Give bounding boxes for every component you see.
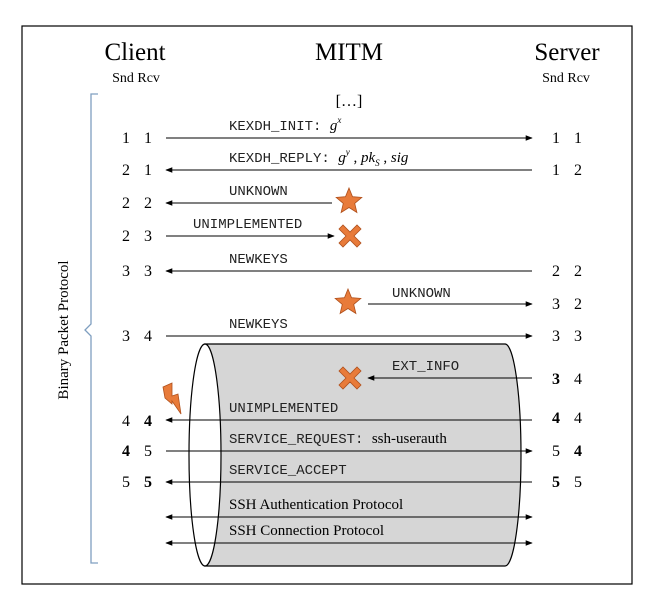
ssh-authentication-row: SSH Authentication Protocol	[165, 497, 533, 520]
server-rcv-counter: 2	[574, 263, 582, 280]
server-snd-counter: 5	[552, 474, 560, 491]
unimplemented-label: UNIMPLEMENTED	[193, 217, 302, 233]
binary-packet-protocol-label: Binary Packet Protocol	[56, 260, 72, 399]
client-snd-counter: 3	[122, 328, 130, 345]
newkeys-label: NEWKEYS	[229, 317, 288, 333]
ellipsis: […]	[336, 93, 363, 110]
unimplemented-dropped-row: 2 3 UNIMPLEMENTED	[122, 217, 362, 248]
server-rcv-counter: 4	[574, 371, 582, 388]
service-accept-label: SERVICE_ACCEPT	[229, 463, 347, 479]
ssh-authentication-label: SSH Authentication Protocol	[229, 497, 403, 513]
client-snd-counter: 4	[122, 443, 130, 460]
unknown-server-row: UNKNOWN 3 2	[334, 286, 582, 315]
ext-info-row: EXT_INFO 3 4	[338, 359, 582, 390]
cross-icon	[338, 366, 362, 390]
star-icon	[334, 287, 362, 315]
unimplemented-label: UNIMPLEMENTED	[229, 401, 338, 417]
server-header: Server	[534, 39, 600, 66]
client-snd-rcv-label: Snd Rcv	[112, 71, 160, 86]
newkeys-label: NEWKEYS	[229, 252, 288, 268]
client-rcv-counter: 3	[144, 228, 152, 245]
server-rcv-counter: 3	[574, 328, 582, 345]
client-rcv-counter: 1	[144, 130, 152, 147]
unknown-injected-row: 2 2 UNKNOWN	[122, 184, 363, 214]
newkeys-server-row: 3 3 NEWKEYS 2 2	[122, 252, 582, 280]
server-rcv-counter: 2	[574, 162, 582, 179]
kexdh-reply-row: 2 1 KEXDH_REPLY: gy , pkS , sig 1 2	[122, 147, 582, 179]
server-snd-counter: 3	[552, 328, 560, 345]
server-snd-counter: 2	[552, 263, 560, 280]
ext-info-label: EXT_INFO	[392, 359, 459, 375]
server-snd-rcv-label: Snd Rcv	[542, 71, 590, 86]
client-rcv-counter: 1	[144, 162, 152, 179]
client-rcv-counter: 5	[144, 443, 152, 460]
client-rcv-counter: 2	[144, 195, 152, 212]
mitm-header: MITM	[315, 39, 383, 66]
client-rcv-counter: 4	[144, 413, 152, 430]
service-request-label: SERVICE_REQUEST: ssh-userauth	[229, 431, 447, 448]
star-icon	[335, 186, 363, 214]
server-rcv-counter: 1	[574, 130, 582, 147]
client-rcv-counter: 3	[144, 263, 152, 280]
service-request-row: 4 5 SERVICE_REQUEST: ssh-userauth 5 4	[122, 431, 582, 460]
client-snd-counter: 4	[122, 413, 130, 430]
server-snd-counter: 5	[552, 443, 560, 460]
client-rcv-counter: 5	[144, 474, 152, 491]
binary-packet-protocol-bracket	[84, 93, 98, 564]
ssh-connection-label: SSH Connection Protocol	[229, 523, 384, 539]
kexdh-init-label: KEXDH_INIT: gx	[229, 115, 341, 135]
server-snd-counter: 1	[552, 162, 560, 179]
lightning-icon	[162, 382, 182, 415]
unknown-label: UNKNOWN	[392, 286, 451, 302]
client-snd-counter: 5	[122, 474, 130, 491]
client-snd-counter: 2	[122, 228, 130, 245]
client-snd-counter: 2	[122, 195, 130, 212]
client-snd-counter: 3	[122, 263, 130, 280]
client-snd-counter: 2	[122, 162, 130, 179]
server-snd-counter: 3	[552, 371, 560, 388]
unimplemented-tunnel-row: 4 4 UNIMPLEMENTED 4 4	[122, 382, 582, 430]
ssh-connection-row: SSH Connection Protocol	[165, 523, 533, 546]
server-rcv-counter: 5	[574, 474, 582, 491]
newkeys-client-row: 3 4 NEWKEYS 3 3	[122, 317, 582, 345]
server-snd-counter: 3	[552, 296, 560, 313]
tunnel-front-face	[188, 343, 222, 567]
client-snd-counter: 1	[122, 130, 130, 147]
client-header: Client	[104, 39, 165, 66]
server-snd-counter: 1	[552, 130, 560, 147]
client-rcv-counter: 4	[144, 328, 152, 345]
server-rcv-counter: 2	[574, 296, 582, 313]
kexdh-reply-label: KEXDH_REPLY: gy , pkS , sig	[229, 147, 409, 168]
service-accept-row: 5 5 SERVICE_ACCEPT 5 5	[122, 463, 582, 491]
encrypted-tunnel	[204, 343, 522, 567]
kexdh-init-row: 1 1 KEXDH_INIT: gx 1 1	[122, 115, 582, 147]
server-rcv-counter: 4	[574, 443, 582, 460]
cross-icon	[338, 224, 362, 248]
server-rcv-counter: 4	[574, 410, 582, 427]
server-snd-counter: 4	[552, 410, 560, 427]
diagram-frame	[21, 25, 633, 585]
unknown-label: UNKNOWN	[229, 184, 288, 200]
